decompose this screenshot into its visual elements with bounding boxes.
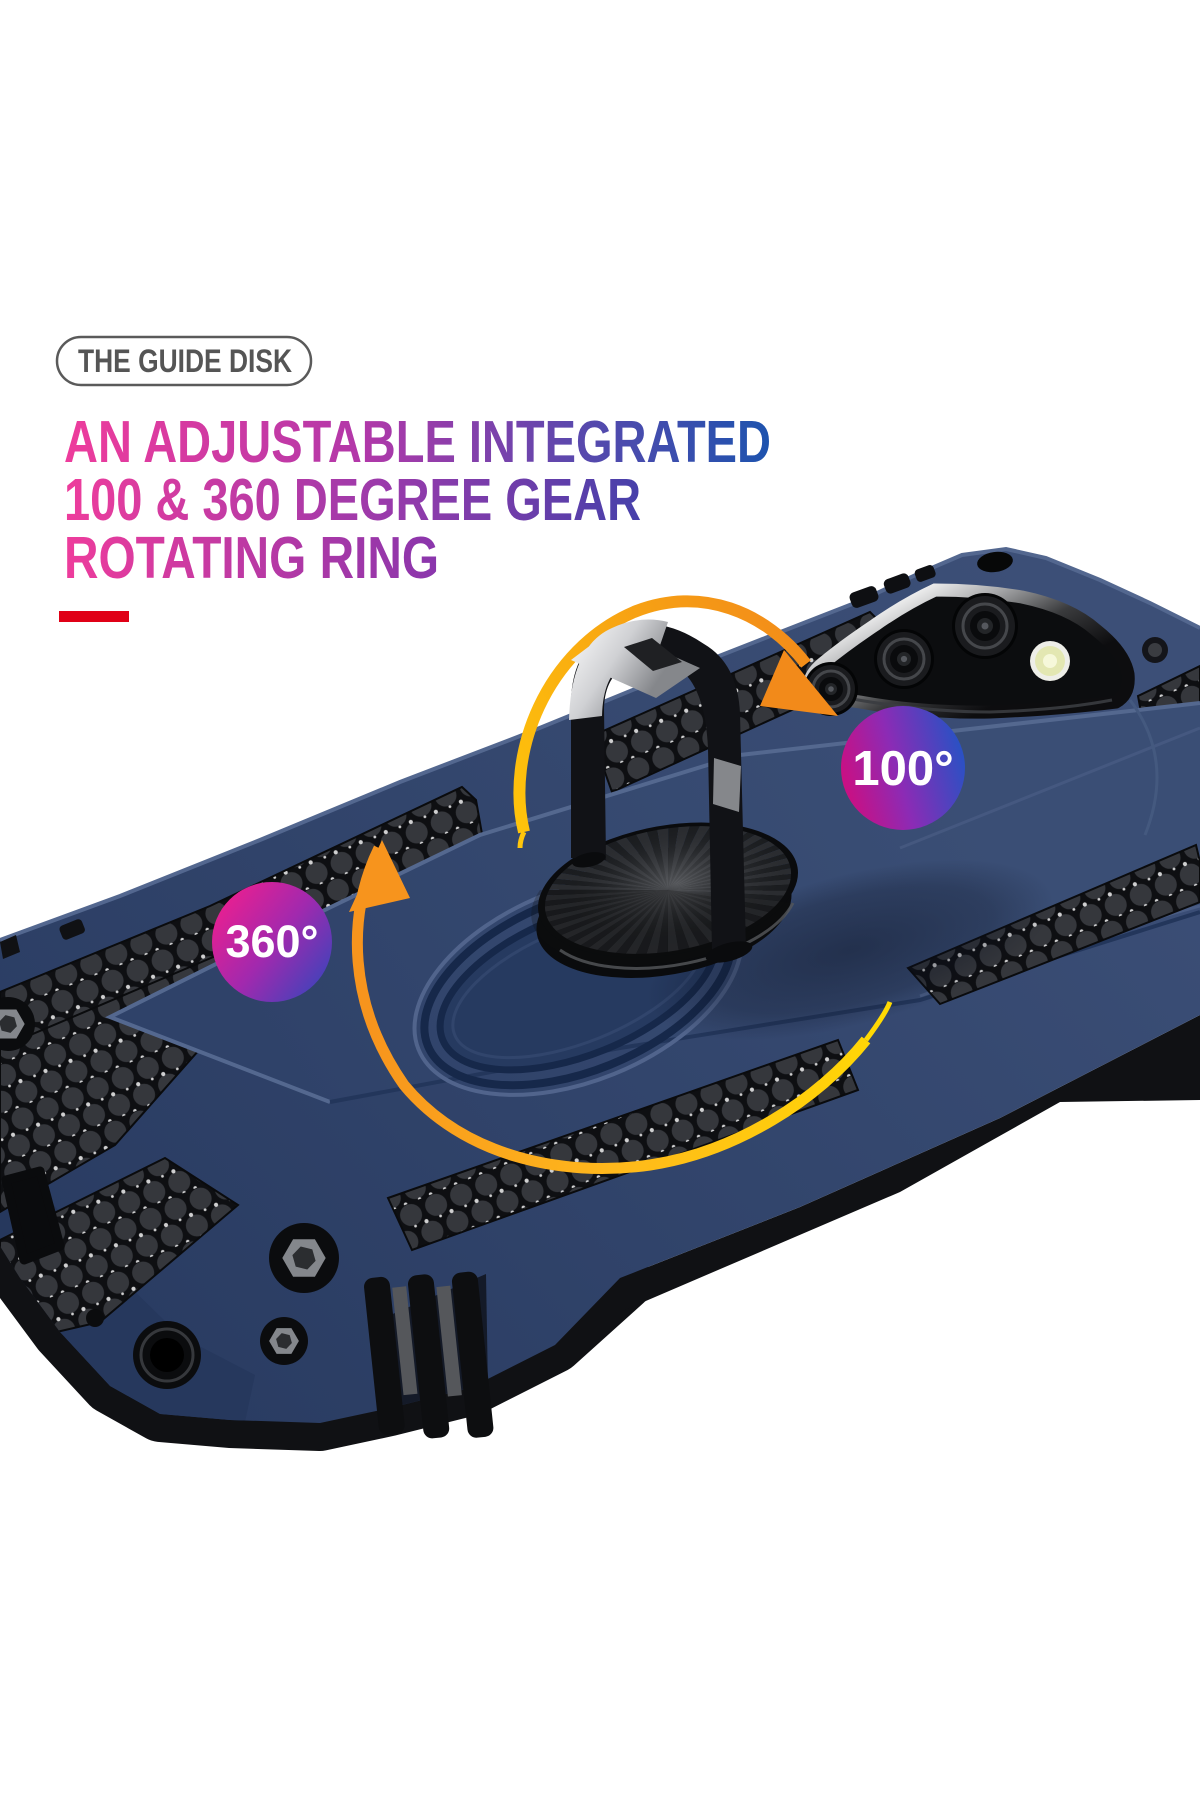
svg-text:AN ADJUSTABLE INTEGRATED: AN ADJUSTABLE INTEGRATED: [64, 409, 771, 475]
svg-text:ROTATING RING: ROTATING RING: [64, 525, 439, 591]
svg-text:360°: 360°: [225, 916, 318, 967]
svg-text:100°: 100°: [852, 742, 953, 796]
svg-text:100 & 360 DEGREE GEAR: 100 & 360 DEGREE GEAR: [64, 467, 641, 533]
svg-text:THE GUIDE DISK: THE GUIDE DISK: [78, 343, 292, 379]
